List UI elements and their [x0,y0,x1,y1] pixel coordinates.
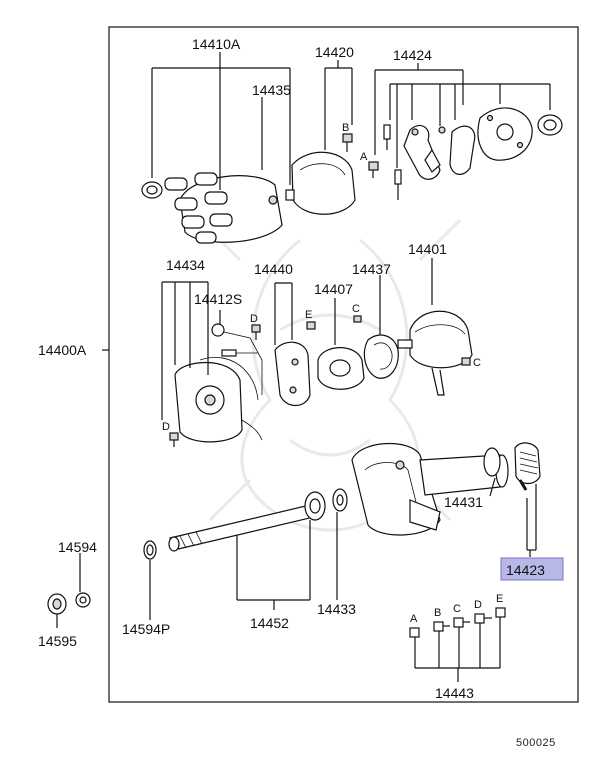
washer-14594[interactable] [75,592,91,608]
label-14423[interactable]: 14423 [506,562,545,578]
label-14437[interactable]: 14437 [352,261,391,277]
gasket-part[interactable] [363,334,399,379]
label-14420[interactable]: 14420 [315,44,354,60]
letter-c-vac: C [473,357,481,369]
washer-14594P[interactable] [143,540,157,560]
breaker-plate-part[interactable] [174,357,263,443]
drawing-code: 500025 [516,737,556,749]
distributor-housing-part[interactable] [351,443,509,536]
label-14410A[interactable]: 14410A [192,36,241,52]
screw-d-base[interactable] [169,432,179,447]
label-14435[interactable]: 14435 [252,82,291,98]
label-14595[interactable]: 14595 [38,633,77,649]
screw-e-14407[interactable] [306,321,316,330]
screw-c-vac[interactable] [461,357,471,366]
letter-b-bot: B [434,607,441,619]
distributor-cap-part[interactable] [141,172,283,244]
leaders-middle [161,258,433,420]
screw-c-14437[interactable] [353,315,362,323]
rotor-cover-part[interactable] [285,151,356,215]
letter-a-bot: A [410,613,418,625]
letter-d-14440: D [250,313,258,325]
screw-a-top[interactable] [368,161,379,178]
label-14401[interactable]: 14401 [408,241,447,257]
letter-e-14407: E [305,309,312,321]
letter-c-bot: C [453,603,461,615]
label-14407[interactable]: 14407 [314,281,353,297]
shaft-part[interactable] [168,491,326,552]
wire-connector-part[interactable] [211,323,263,395]
condenser-part[interactable] [317,347,365,390]
contact-set-part[interactable] [274,341,311,407]
label-14440[interactable]: 14440 [254,261,293,277]
governor-parts[interactable] [383,107,563,200]
washer-14433[interactable] [332,488,348,512]
screw-b-top[interactable] [342,133,353,152]
label-14424[interactable]: 14424 [393,47,432,63]
label-14433[interactable]: 14433 [317,601,356,617]
leaders-bottom [56,477,537,682]
label-14594[interactable]: 14594 [58,539,97,555]
label-14412S[interactable]: 14412S [194,291,242,307]
label-14594P[interactable]: 14594P [122,621,170,637]
letter-a-top: A [360,151,368,163]
oring-14431[interactable] [483,447,501,477]
leaders-top [151,52,551,190]
gear-part[interactable] [514,442,541,485]
pin-14423[interactable] [518,479,528,491]
label-14400A[interactable]: 14400A [38,342,87,358]
highlight-box[interactable] [500,557,564,581]
letter-e-bot: E [496,593,503,605]
label-14443[interactable]: 14443 [435,685,474,701]
letter-d-base: D [162,421,170,433]
screw-d-14440[interactable] [251,324,261,340]
label-14452[interactable]: 14452 [250,615,289,631]
letter-d-bot: D [474,599,482,611]
vacuum-advance-part[interactable] [397,310,473,396]
nut-14595[interactable] [47,593,67,615]
label-14434[interactable]: 14434 [166,257,205,273]
label-14431[interactable]: 14431 [444,494,483,510]
diagram-frame [108,26,579,703]
letter-b-top: B [342,122,349,134]
letter-c-14437: C [352,303,360,315]
